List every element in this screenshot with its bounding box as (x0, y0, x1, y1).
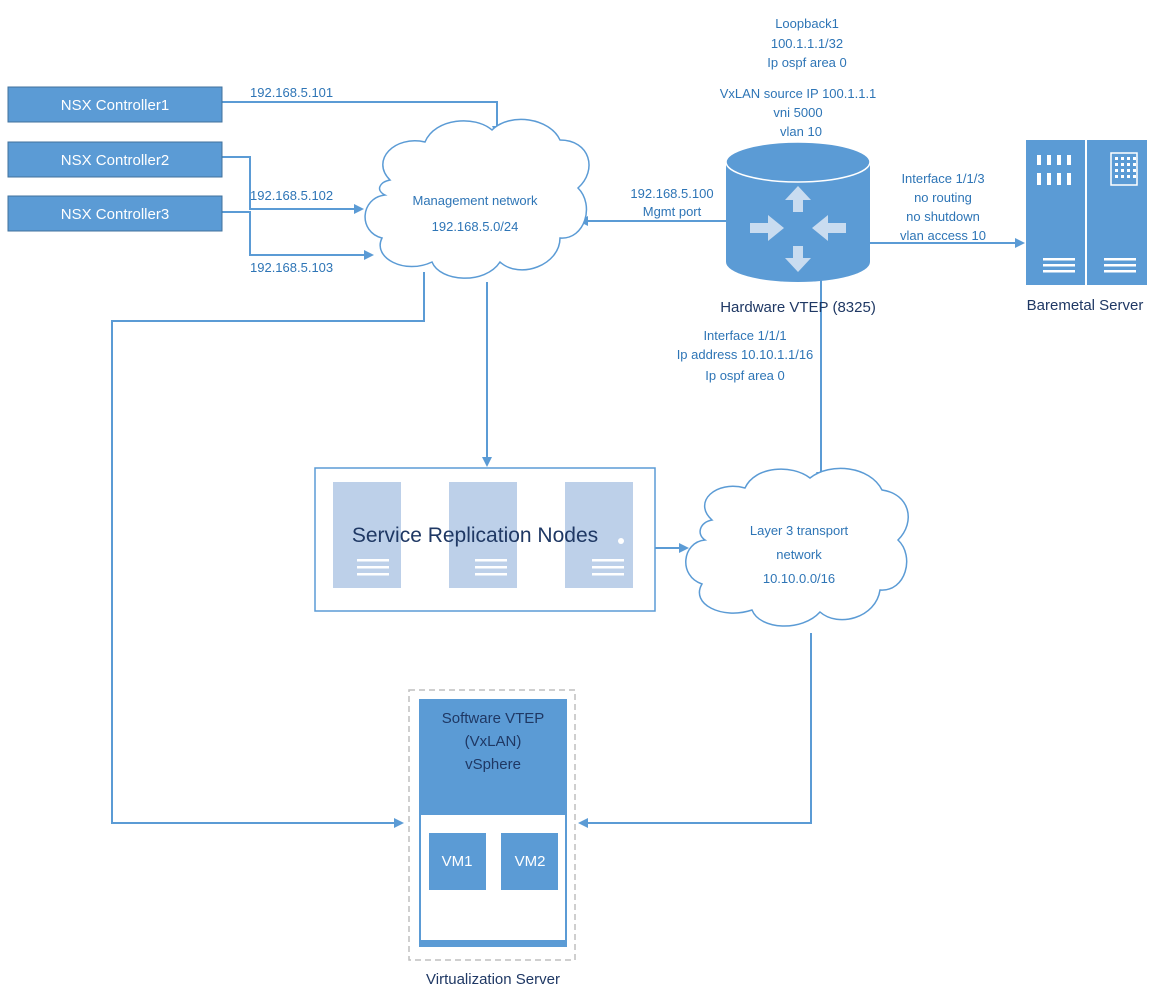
loopback-line-3: Ip ospf area 0 (767, 55, 847, 70)
management-network-name: Management network (412, 193, 538, 208)
service-node-3 (565, 482, 633, 588)
mgmt-port-ip: 192.168.5.100 (630, 186, 713, 201)
mgmt-port-labels: 192.168.5.100 Mgmt port (630, 186, 713, 219)
controller2-connector (222, 156, 364, 214)
service-nodes-label: Service Replication Nodes (352, 524, 598, 547)
hardware-vtep-label: Hardware VTEP (8325) (720, 299, 876, 316)
management-network-cloud[interactable]: Management network 192.168.5.0/24 (364, 118, 590, 279)
loopback-line-2: 100.1.1.1/32 (771, 36, 843, 51)
vm1[interactable]: VM1 (429, 833, 486, 890)
interface-113-line-1: Interface 1/1/3 (901, 171, 984, 186)
mgmt-port-label: Mgmt port (643, 204, 702, 219)
mgmt-virtualization-connector (111, 272, 425, 828)
interface-111-line-3: Ip ospf area 0 (705, 368, 785, 383)
l3-virtualization-connector (578, 633, 812, 828)
controller1-connector (222, 101, 502, 136)
l3-network-cloud[interactable]: Layer 3 transport network 10.10.0.0/16 (685, 467, 909, 627)
service-replication-nodes[interactable]: Service Replication Nodes (314, 467, 656, 612)
vxlan-line-1: VxLAN source IP 100.1.1.1 (720, 86, 877, 101)
vxlan-line-3: vlan 10 (780, 124, 822, 139)
vm2-label: VM2 (515, 853, 546, 870)
service-node-1 (333, 482, 401, 588)
controller-2-label: NSX Controller2 (61, 152, 169, 169)
controller-1-label: NSX Controller1 (61, 97, 169, 114)
server-vents-icon (1037, 152, 1138, 273)
interface-113-line-4: vlan access 10 (900, 228, 986, 243)
l3-network-line-3: 10.10.0.0/16 (763, 571, 835, 586)
service-node-2 (449, 482, 517, 588)
controller-1[interactable]: NSX Controller1 (7, 86, 223, 123)
router-arrows-icon (750, 186, 846, 272)
l3-network-line-1: Layer 3 transport (750, 523, 849, 538)
controller-2-ip: 192.168.5.102 (250, 188, 333, 203)
controller-2[interactable]: NSX Controller2 (7, 141, 223, 178)
l3-network-line-2: network (776, 547, 822, 562)
software-vtep: Software VTEP (VxLAN) vSphere (442, 710, 545, 773)
loopback-line-1: Loopback1 (775, 16, 839, 31)
software-vtep-line-2: (VxLAN) (465, 733, 522, 750)
controller-1-ip: 192.168.5.101 (250, 85, 333, 100)
vm2[interactable]: VM2 (501, 833, 558, 890)
connectors (111, 101, 1025, 828)
controller3-connector (222, 211, 374, 260)
interface-111-line-2: Ip address 10.10.1.1/16 (677, 347, 814, 362)
software-vtep-line-1: Software VTEP (442, 710, 545, 727)
interface-113-line-3: no shutdown (906, 209, 980, 224)
virtualization-server-label: Virtualization Server (426, 971, 560, 988)
controller-3[interactable]: NSX Controller3 (7, 195, 223, 232)
interface-113-labels: Interface 1/1/3 no routing no shutdown v… (900, 171, 986, 243)
vxlan-line-2: vni 5000 (773, 105, 822, 120)
hardware-vtep[interactable]: Hardware VTEP (8325) (720, 141, 876, 316)
management-network-subnet: 192.168.5.0/24 (432, 219, 519, 234)
controller-3-label: NSX Controller3 (61, 206, 169, 223)
loopback-labels: Loopback1 100.1.1.1/32 Ip ospf area 0 (767, 16, 847, 70)
interface-111-line-1: Interface 1/1/1 (703, 328, 786, 343)
vxlan-labels: VxLAN source IP 100.1.1.1 vni 5000 vlan … (720, 86, 877, 139)
interface-111-labels: Interface 1/1/1 Ip address 10.10.1.1/16 … (677, 328, 814, 383)
virtualization-server[interactable]: Software VTEP (VxLAN) vSphere VM1 VM2 Vi… (408, 689, 576, 988)
vm1-label: VM1 (442, 853, 473, 870)
interface-113-line-2: no routing (914, 190, 972, 205)
software-vtep-line-3: vSphere (465, 756, 521, 773)
controller-3-ip: 192.168.5.103 (250, 260, 333, 275)
baremetal-label: Baremetal Server (1027, 297, 1144, 314)
baremetal-server[interactable]: Baremetal Server (1026, 140, 1147, 314)
